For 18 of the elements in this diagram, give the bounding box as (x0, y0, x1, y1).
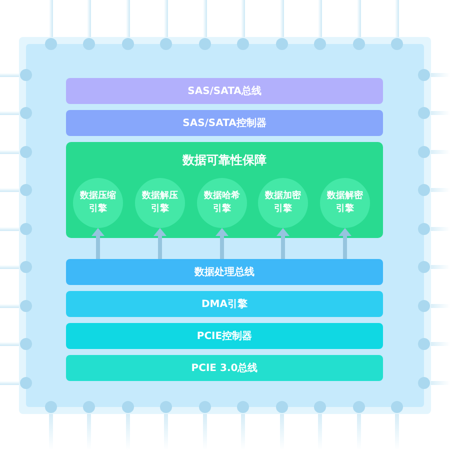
layer-bar: PCIE控制器 (66, 323, 383, 349)
arrow (338, 228, 352, 259)
layer-bar: DMA引擎 (66, 291, 383, 317)
arrow (154, 228, 166, 259)
arrow (92, 228, 104, 259)
engine-circle: 数据哈希引擎 (197, 178, 247, 228)
group-panel (66, 142, 383, 238)
layer-bar: 数据处理总线 (66, 259, 383, 285)
arrow (216, 228, 228, 259)
engine-circle: 数据解压引擎 (135, 178, 185, 228)
layer-bar: SAS/SATA控制器 (66, 110, 383, 136)
engine-circle: 数据加密引擎 (258, 178, 308, 228)
engine-circle: 数据压缩引擎 (73, 178, 123, 228)
group-title: 数据可靠性保障 (182, 152, 266, 169)
layer-bar: SAS/SATA总线 (66, 78, 383, 104)
layer-bar: PCIE 3.0总线 (66, 355, 383, 381)
engine-circle: 数据解密引擎 (320, 178, 370, 228)
arrow (276, 228, 290, 259)
